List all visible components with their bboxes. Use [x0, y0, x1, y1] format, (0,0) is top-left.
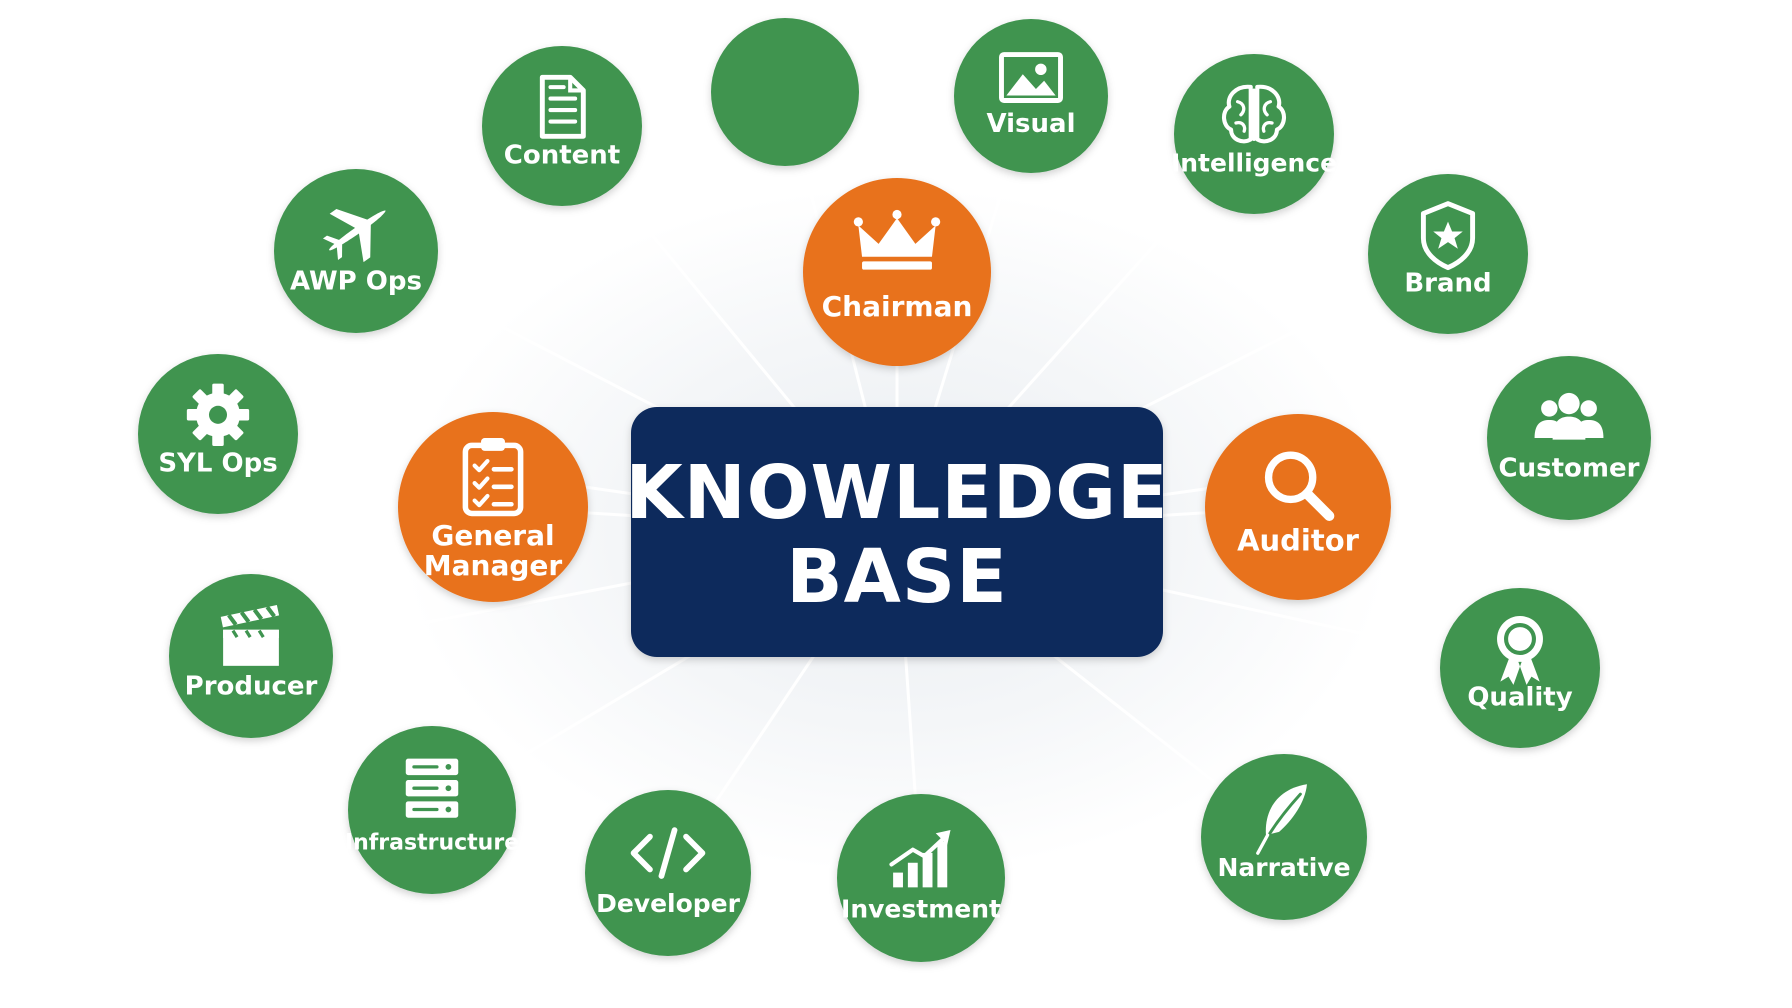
crown-icon	[853, 209, 941, 270]
inner-node-chairman[interactable]: Chairman	[803, 178, 991, 366]
node-circle	[585, 790, 751, 956]
growth-chart-icon	[889, 829, 951, 888]
node-label: Brand	[1404, 269, 1491, 299]
document-icon	[539, 74, 586, 139]
node-circle	[954, 19, 1108, 173]
node-label: Customer	[1499, 454, 1640, 484]
magnifier-icon	[1264, 451, 1335, 522]
server-icon	[405, 758, 459, 818]
knowledge-base-hub[interactable]: KNOWLEDGE BASE	[625, 407, 1168, 657]
node-circle	[1368, 174, 1528, 334]
node-label: Quality	[1467, 683, 1572, 713]
code-icon	[630, 827, 706, 879]
node-circle	[711, 18, 859, 166]
node-label: Intelligence	[1171, 149, 1337, 178]
brain-icon	[1222, 84, 1286, 144]
node-circle	[274, 169, 438, 333]
hub-box	[631, 407, 1163, 657]
outer-node-blank[interactable]	[711, 18, 859, 166]
gear-icon	[186, 383, 250, 446]
node-label: Narrative	[1217, 853, 1350, 882]
outer-node-content[interactable]: Content	[482, 46, 642, 206]
outer-node-awp-ops[interactable]: AWP Ops	[274, 169, 438, 333]
outer-node-syl-ops[interactable]: SYL Ops	[138, 354, 298, 514]
clipboard-checklist-icon	[462, 438, 524, 517]
node-label: AWP Ops	[290, 267, 422, 297]
node-label: Chairman	[822, 290, 973, 323]
node-label: Manager	[424, 549, 563, 582]
image-icon	[999, 52, 1063, 103]
node-label: Visual	[986, 109, 1075, 139]
outer-node-producer[interactable]: Producer	[169, 574, 333, 738]
people-icon	[1534, 392, 1604, 440]
outer-node-narrative[interactable]: Narrative	[1201, 754, 1367, 920]
shield-star-icon	[1420, 201, 1476, 271]
outer-node-investment[interactable]: Investment	[837, 794, 1005, 962]
nodes: Content Visual Intelligence AWP Ops Bran…	[138, 18, 1651, 962]
node-circle	[1205, 414, 1391, 600]
node-circle	[482, 46, 642, 206]
airplane-icon	[322, 209, 386, 263]
feather-icon	[1256, 784, 1307, 855]
outer-node-infrastructure[interactable]: Infrastructure	[345, 726, 519, 894]
outer-node-quality[interactable]: Quality	[1440, 588, 1600, 748]
hub-title-line2: BASE	[786, 534, 1008, 620]
clapperboard-icon	[220, 604, 280, 666]
outer-node-brand[interactable]: Brand	[1368, 174, 1528, 334]
node-label: Developer	[596, 889, 741, 918]
outer-node-customer[interactable]: Customer	[1487, 356, 1651, 520]
outer-node-intelligence[interactable]: Intelligence	[1171, 54, 1337, 214]
node-label: SYL Ops	[158, 449, 277, 479]
outer-node-visual[interactable]: Visual	[954, 19, 1108, 173]
node-circle	[803, 178, 991, 366]
node-label: Content	[504, 141, 620, 171]
node-label: Auditor	[1237, 524, 1360, 558]
outer-node-developer[interactable]: Developer	[585, 790, 751, 956]
node-circle	[837, 794, 1005, 962]
node-circle	[1440, 588, 1600, 748]
award-ribbon-icon	[1497, 616, 1543, 685]
node-circle	[398, 412, 588, 602]
inner-node-auditor[interactable]: Auditor	[1205, 414, 1391, 600]
hub-title-line1: KNOWLEDGE	[625, 450, 1168, 536]
node-label: Investment	[841, 894, 1001, 923]
node-circle	[1201, 754, 1367, 920]
node-label: Infrastructure	[345, 830, 519, 855]
node-label: General	[431, 519, 554, 552]
node-label: Producer	[185, 672, 318, 702]
